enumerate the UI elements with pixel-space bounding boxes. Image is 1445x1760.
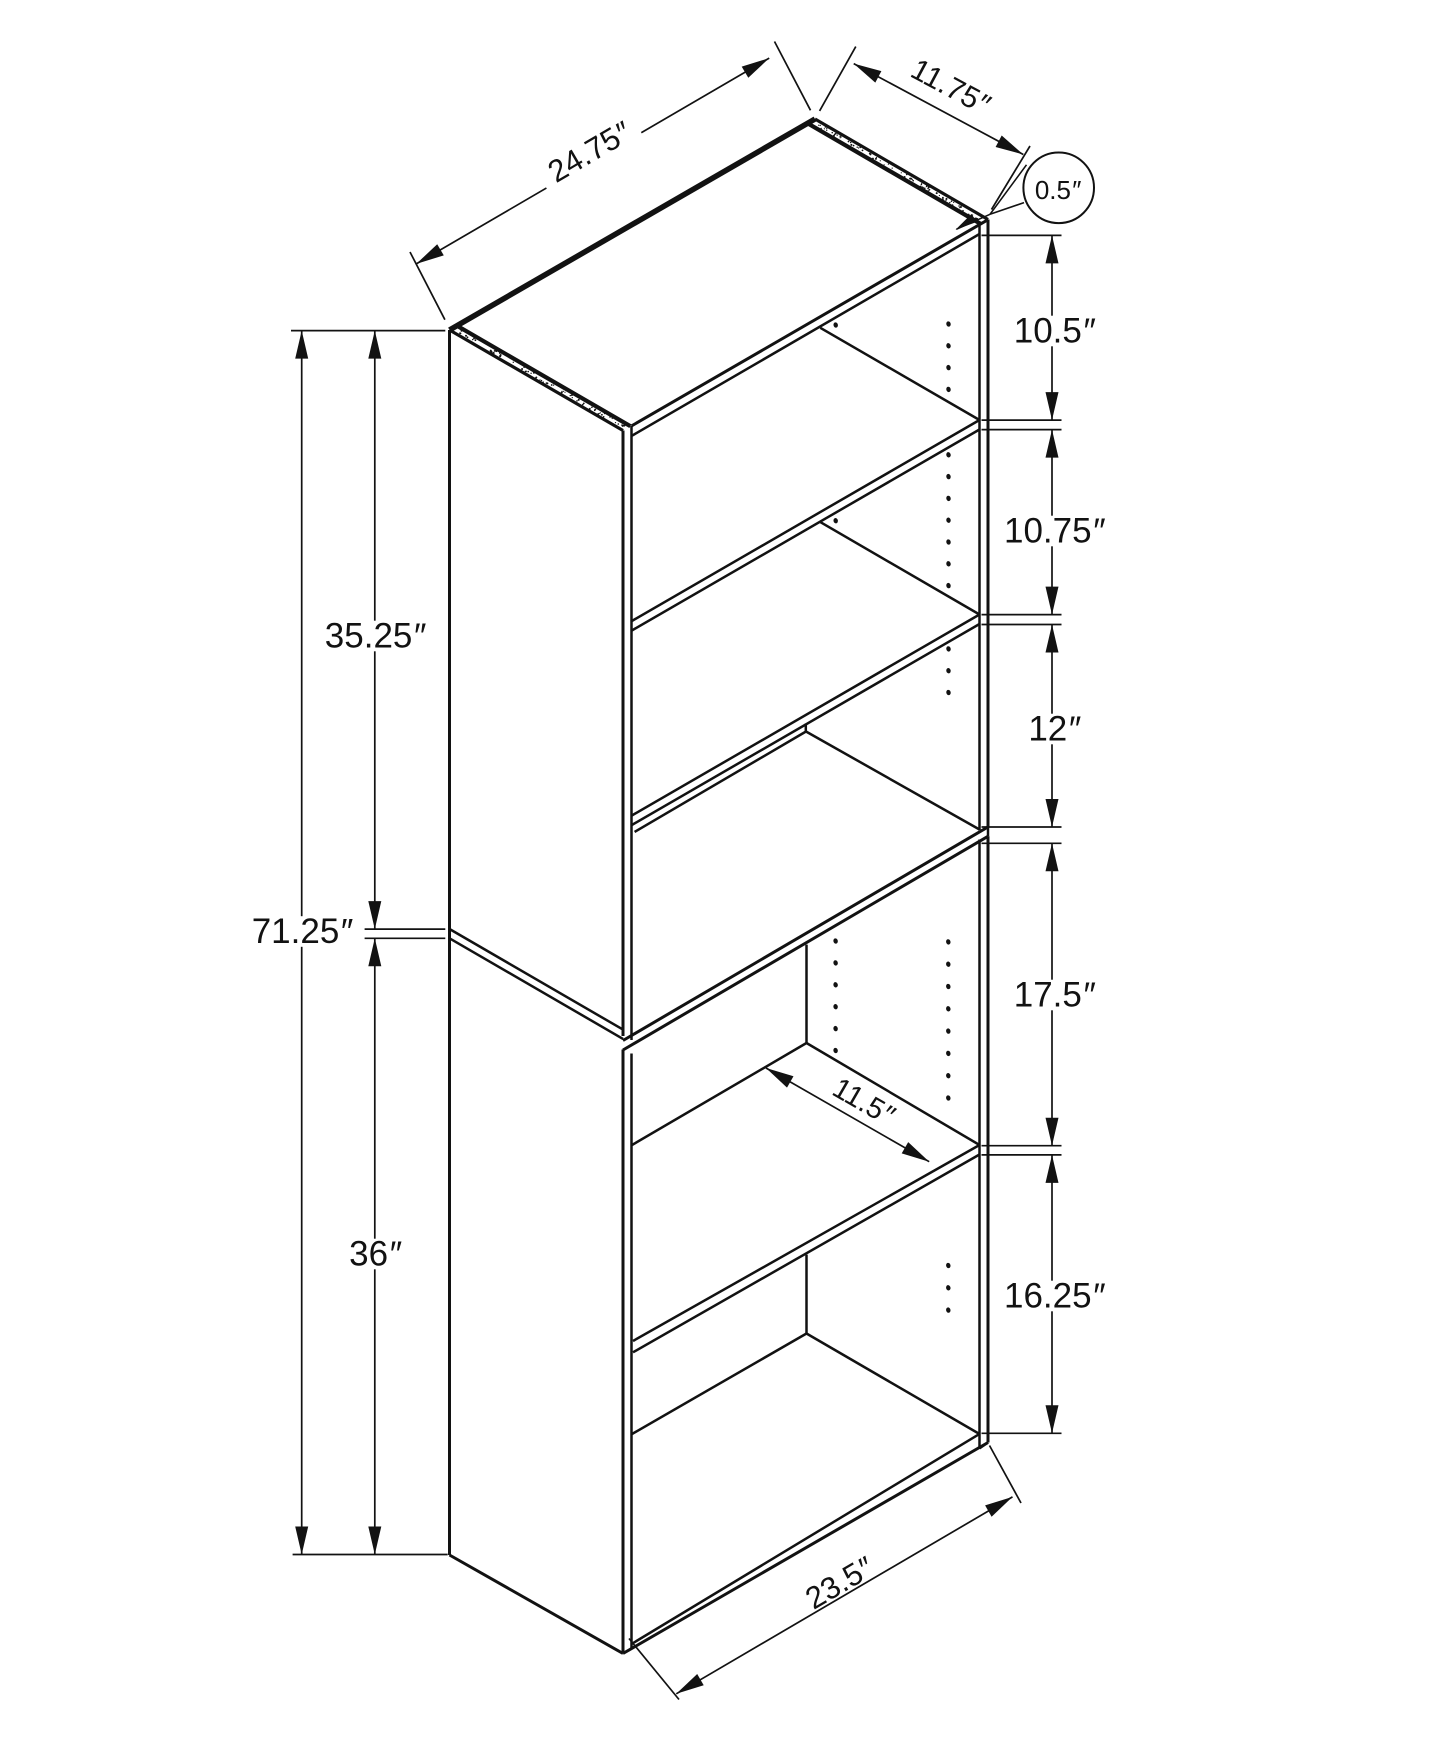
svg-text:0.5″: 0.5″ (1035, 175, 1081, 205)
svg-text:10.5″: 10.5″ (1014, 312, 1096, 351)
svg-text:35.25″: 35.25″ (325, 617, 427, 656)
svg-text:71.25″: 71.25″ (252, 912, 354, 951)
svg-text:36″: 36″ (349, 1235, 402, 1274)
svg-text:10.75″: 10.75″ (1004, 512, 1106, 551)
svg-text:12″: 12″ (1028, 710, 1081, 749)
svg-text:16.25″: 16.25″ (1004, 1277, 1106, 1316)
svg-text:17.5″: 17.5″ (1014, 976, 1096, 1015)
